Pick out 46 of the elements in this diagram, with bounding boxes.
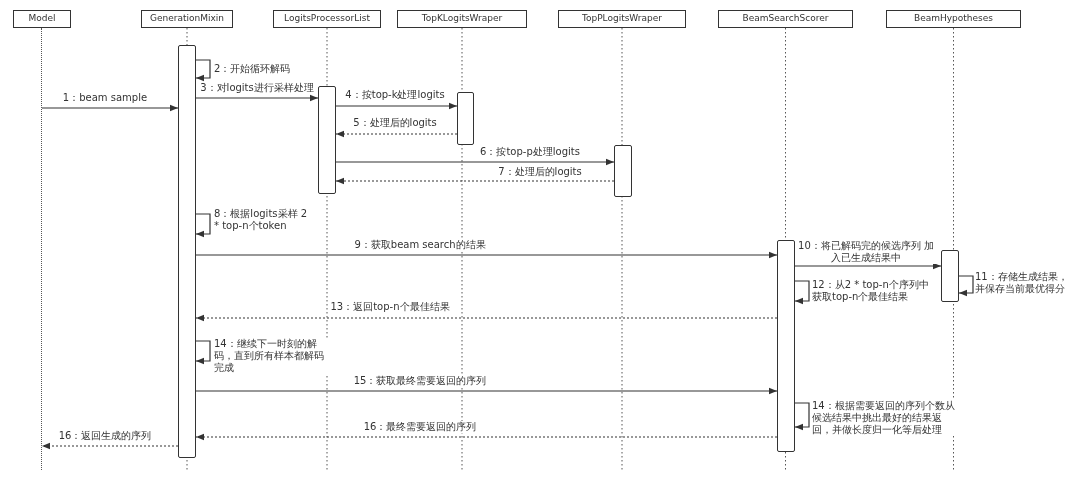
message-label: 7：处理后的logits <box>498 166 582 178</box>
message-arrow <box>195 433 778 441</box>
participant-box: BeamHypotheses <box>886 10 1021 28</box>
activation-bar <box>777 240 795 452</box>
message-arrow <box>335 130 458 138</box>
participant-box: Model <box>13 10 71 28</box>
message-arrow <box>958 275 974 297</box>
activation-bar <box>457 92 474 145</box>
activation-bar <box>178 45 196 458</box>
message-arrow <box>195 94 319 102</box>
message-label: 10：将已解码完的候选序列 加入已生成结果中 <box>796 240 936 264</box>
message-arrow <box>195 251 778 259</box>
message-label: 9：获取beam search的结果 <box>354 239 486 251</box>
participant-box: GenerationMixin <box>141 10 233 28</box>
participant-box: LogitsProcessorList <box>273 10 381 28</box>
lifeline <box>41 28 43 470</box>
participant-box: TopPLogitsWraper <box>558 10 686 28</box>
message-arrow <box>195 387 778 395</box>
message-arrow <box>794 280 810 305</box>
activation-bar <box>614 145 632 197</box>
message-label: 15：获取最终需要返回的序列 <box>353 375 487 387</box>
message-label: 3：对logits进行采样处理 <box>200 82 314 94</box>
message-label: 5：处理后的logits <box>353 117 437 129</box>
message-label: 16：最终需要返回的序列 <box>363 421 477 433</box>
message-label: 13：返回top-n个最佳结果 <box>330 301 450 313</box>
message-label: 4：按top-k处理logits <box>345 89 445 101</box>
message-arrow <box>794 262 942 270</box>
message-label: 2：开始循环解码 <box>214 63 291 75</box>
message-label: 16：返回生成的序列 <box>58 430 152 442</box>
activation-bar <box>318 86 336 194</box>
message-arrow <box>41 442 179 450</box>
message-arrow <box>195 213 211 238</box>
message-label: 6：按top-p处理logits <box>480 146 580 158</box>
message-arrow <box>41 104 179 112</box>
message-label: 1：beam sample <box>62 92 148 104</box>
message-arrow <box>335 158 615 166</box>
activation-bar <box>941 250 959 302</box>
message-arrow <box>335 102 458 110</box>
message-arrow <box>195 59 211 82</box>
message-arrow <box>335 177 615 185</box>
message-arrow <box>794 402 810 431</box>
participant-box: TopKLogitsWraper <box>397 10 527 28</box>
participant-box: BeamSearchScorer <box>718 10 853 28</box>
message-label: 14：根据需要返回的序列个数从候选结果中挑出最好的结果返回，并做长度归一化等后处理 <box>812 400 957 436</box>
message-arrow <box>195 340 211 365</box>
message-arrow <box>195 314 778 322</box>
